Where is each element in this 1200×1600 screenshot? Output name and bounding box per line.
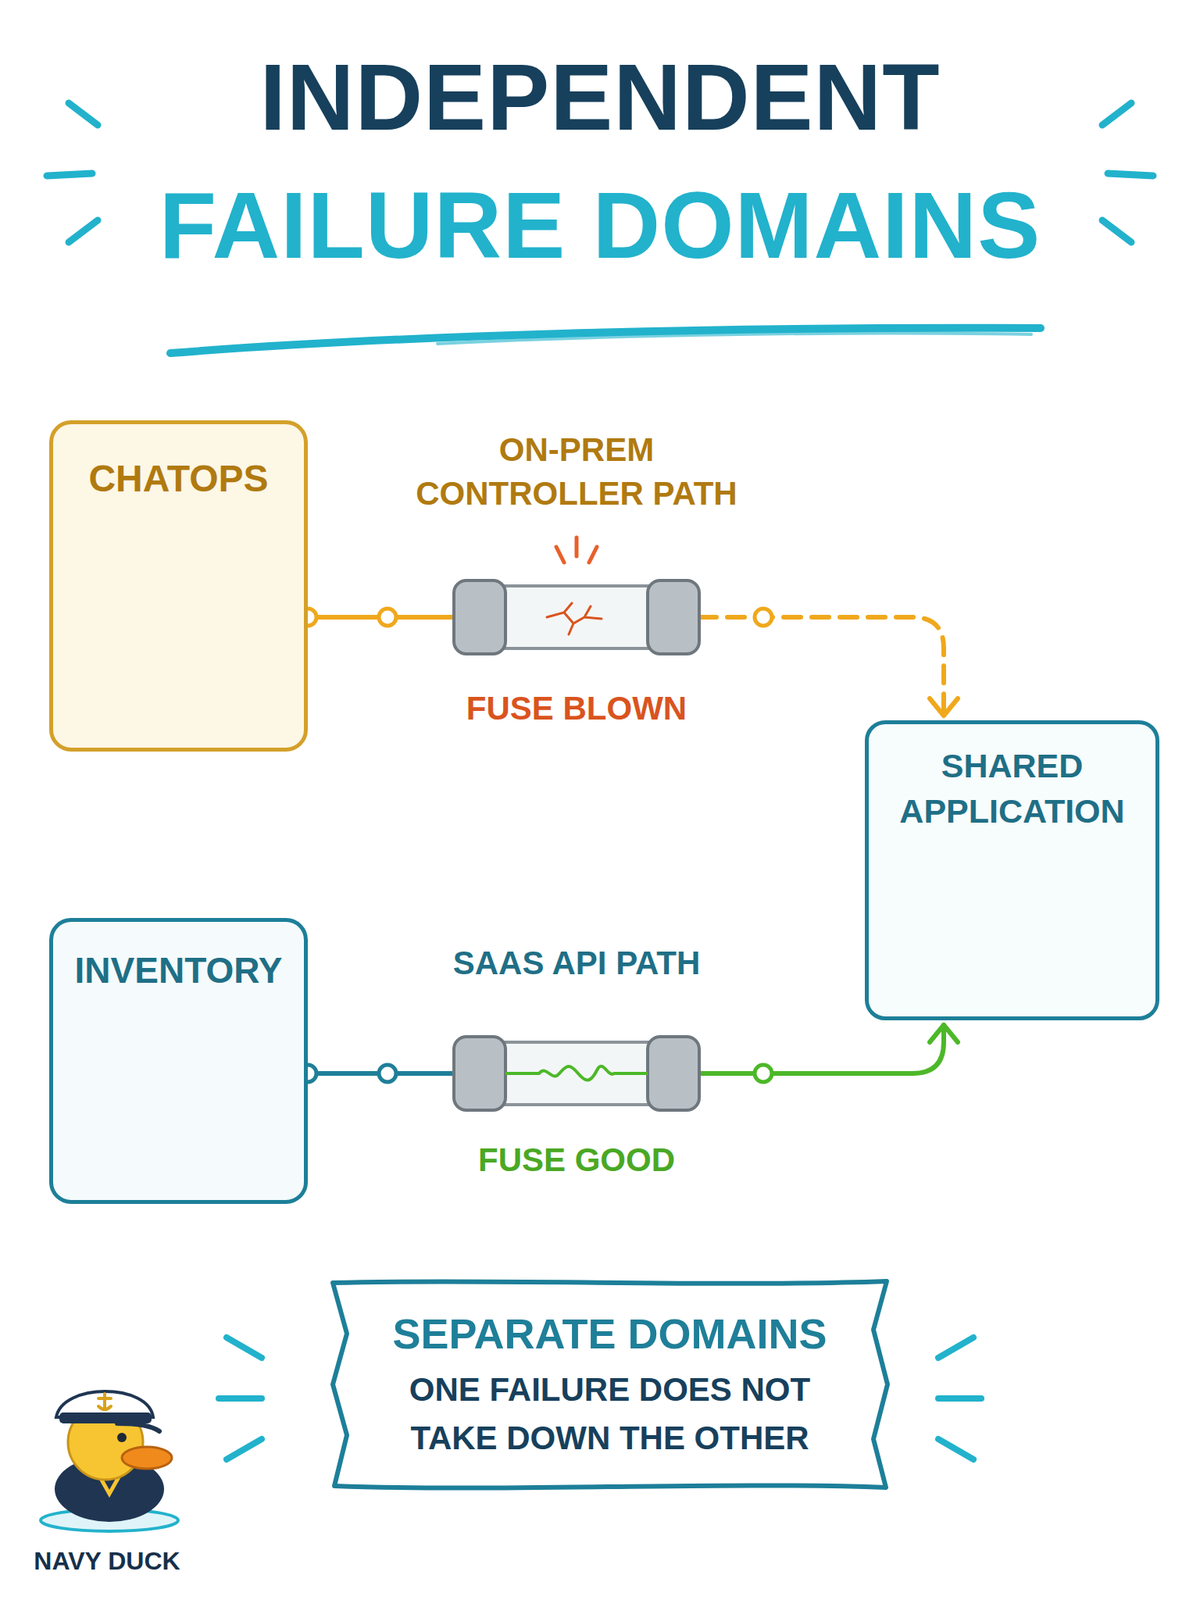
node-box: SHARED APPLICATION — [864, 720, 1160, 1021]
edge-label: ON-PREM CONTROLLER PATH — [392, 428, 761, 516]
mascot-label: NAVY DUCK — [5, 1545, 209, 1577]
arrowhead — [929, 698, 958, 716]
duck-mascot — [40, 1391, 179, 1532]
good-fuse — [453, 1036, 700, 1111]
status-label: FUSE GOOD — [412, 1139, 741, 1181]
node-title: SHARED APPLICATION — [868, 742, 1156, 834]
connector-dot — [754, 1064, 772, 1083]
connector-dot — [378, 1064, 397, 1083]
connector-line — [699, 1025, 944, 1074]
status-label: FUSE BLOWN — [412, 687, 741, 729]
title-underline-tail — [437, 333, 1032, 345]
connector-line — [699, 617, 944, 716]
node-box: CHATOPS — [49, 420, 308, 752]
node-title: INVENTORY — [53, 946, 304, 994]
node-title: CHATOPS — [53, 455, 304, 503]
connector-dot — [378, 608, 397, 626]
blown-fuse — [453, 537, 700, 654]
title-underline — [170, 328, 1041, 354]
edge-label: SAAS API PATH — [392, 941, 761, 986]
node-box: INVENTORY — [49, 917, 308, 1204]
node-title: SEPARATE DOMAINS — [326, 1306, 893, 1361]
node-body: ONE FAILURE DOES NOT TAKE DOWN THE OTHER — [375, 1365, 845, 1463]
callout-banner: SEPARATE DOMAINSONE FAILURE DOES NOT TAK… — [326, 1275, 893, 1495]
connector-dot — [754, 608, 772, 626]
arrowhead — [929, 1025, 958, 1043]
title: INDEPENDENT FAILURE DOMAINS — [92, 32, 1108, 290]
